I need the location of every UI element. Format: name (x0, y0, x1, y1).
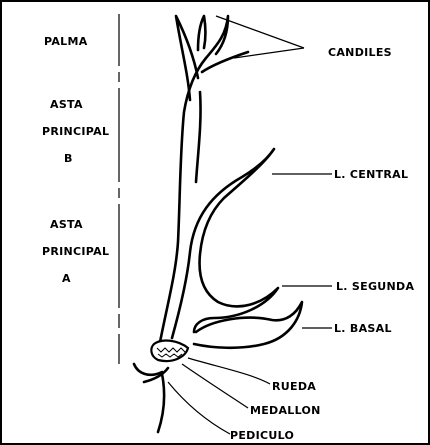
antler-drawing (134, 16, 302, 432)
label-candiles: CANDILES (328, 46, 392, 59)
label-rueda: RUEDA (272, 380, 316, 393)
label-l-basal: L. BASAL (334, 322, 392, 335)
leader-rueda (188, 358, 270, 384)
label-asta-a-line3: A (62, 272, 71, 285)
label-asta-a-line2: PRINCIPAL (42, 245, 109, 258)
label-l-segunda: L. SEGUNDA (336, 280, 414, 293)
label-asta-b-line3: B (64, 152, 73, 165)
label-asta-b-line1: ASTA (50, 98, 83, 111)
label-pediculo: PEDICULO (230, 429, 294, 442)
label-asta-a-line1: ASTA (50, 218, 83, 231)
label-asta-b-line2: PRINCIPAL (42, 125, 109, 138)
leader-medallon (182, 364, 248, 408)
label-palma: PALMA (44, 35, 88, 48)
label-medallon: MEDALLON (250, 404, 321, 417)
leader-candiles-1 (216, 16, 304, 48)
label-l-central: L. CENTRAL (334, 168, 408, 181)
